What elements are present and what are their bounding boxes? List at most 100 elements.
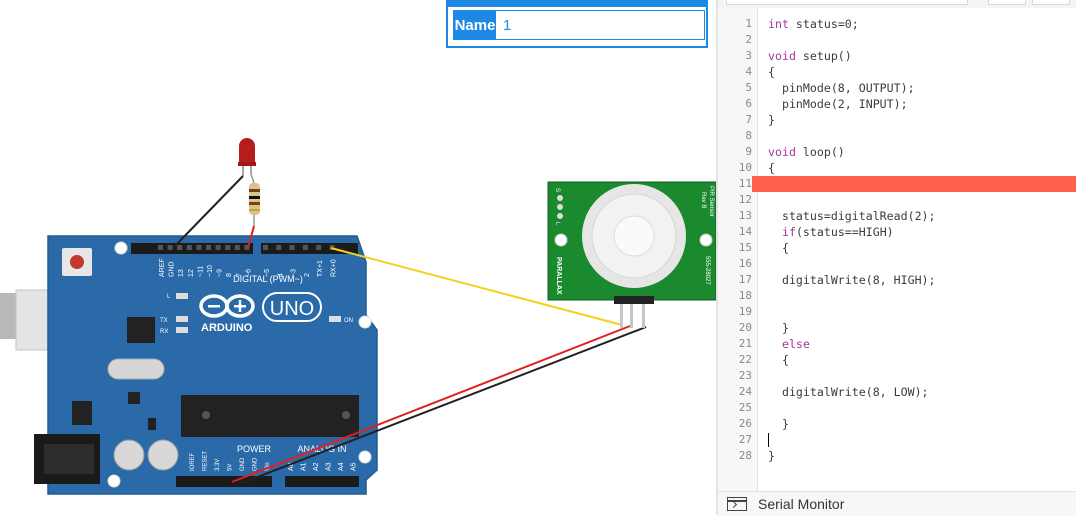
code-text[interactable]: }	[768, 113, 775, 127]
code-line[interactable]: 20 }	[718, 320, 1076, 336]
code-line[interactable]: 8	[718, 128, 1076, 144]
code-text[interactable]: void loop()	[768, 145, 845, 159]
tx-led-label: TX	[160, 318, 168, 324]
digital-pin[interactable]	[225, 245, 231, 250]
code-text[interactable]: void setup()	[768, 49, 852, 63]
wire-led-ground[interactable]	[173, 175, 244, 248]
name-input[interactable]	[496, 11, 704, 39]
code-text[interactable]: {	[768, 65, 775, 79]
code-line[interactable]: 26 }	[718, 416, 1076, 432]
code-line[interactable]: 16	[718, 256, 1076, 272]
code-line[interactable]: 28}	[718, 448, 1076, 464]
code-line[interactable]: 13 status=digitalRead(2);	[718, 208, 1076, 224]
code-text[interactable]: }	[768, 449, 775, 463]
code-text[interactable]: pinMode(8, OUTPUT);	[768, 81, 915, 95]
code-line[interactable]: 24 digitalWrite(8, LOW);	[718, 384, 1076, 400]
wire-5v[interactable]	[231, 325, 631, 483]
line-number: 5	[745, 81, 752, 94]
code-line[interactable]: 10{	[718, 160, 1076, 176]
line-number: 8	[745, 129, 752, 142]
code-line[interactable]: 21 else	[718, 336, 1076, 352]
digital-pin-label: 7	[236, 273, 243, 277]
code-line[interactable]: 25	[718, 400, 1076, 416]
code-text[interactable]: if(status==HIGH)	[781, 225, 894, 239]
code-line[interactable]: 11	[718, 176, 1076, 192]
digital-pin[interactable]	[289, 245, 295, 250]
code-line[interactable]: 19	[718, 304, 1076, 320]
code-line[interactable]: 12	[718, 192, 1076, 208]
red-led[interactable]	[238, 138, 256, 176]
serial-monitor-icon[interactable]	[727, 497, 747, 511]
keyword: int	[768, 17, 789, 31]
pir-part-number: 555-28027	[704, 256, 710, 285]
digital-pin[interactable]	[167, 245, 173, 250]
wire-ground[interactable]	[241, 326, 647, 484]
digital-pin[interactable]	[234, 245, 240, 250]
code-text[interactable]: pinMode(2, INPUT);	[768, 97, 908, 111]
digital-pin[interactable]	[316, 245, 322, 250]
digital-pin[interactable]	[302, 245, 308, 250]
digital-pin[interactable]	[186, 245, 192, 250]
line-number: 20	[738, 321, 752, 334]
keyword: void	[768, 49, 796, 63]
pir-sensor[interactable]: S L PARALLAX PIR Sensor Rev B 555-28027	[547, 181, 716, 328]
code-text[interactable]: {	[768, 241, 789, 255]
editor-mode-dropdown[interactable]	[726, 0, 968, 5]
serial-monitor-label[interactable]: Serial Monitor	[758, 496, 845, 512]
wire-signal-pin2[interactable]	[330, 247, 623, 326]
code-text[interactable]: {	[768, 353, 789, 367]
wire-led-pin8[interactable]	[247, 225, 255, 249]
code-text[interactable]: digitalWrite(8, LOW);	[768, 385, 929, 399]
code-line[interactable]: 4{	[718, 64, 1076, 80]
code-text[interactable]: }	[768, 321, 789, 335]
digital-pin[interactable]	[263, 245, 268, 250]
pir-jumper-l: L	[554, 222, 560, 226]
code-line[interactable]: 17 digitalWrite(8, HIGH);	[718, 272, 1076, 288]
digital-pin[interactable]	[244, 245, 250, 250]
code-line[interactable]: 2	[718, 32, 1076, 48]
wires[interactable]	[173, 175, 647, 484]
analog-pin-label: A0	[288, 462, 295, 471]
code-text[interactable]: int status=0;	[768, 17, 859, 31]
code-line[interactable]: 5 pinMode(8, OUTPUT);	[718, 80, 1076, 96]
digital-pin-label: 8	[226, 273, 233, 277]
analog-label: ANALOG IN	[297, 444, 346, 454]
digital-pin-label: 4	[277, 273, 284, 277]
code-line[interactable]: 27	[718, 432, 1076, 448]
code-line[interactable]: 15 {	[718, 240, 1076, 256]
digital-pin[interactable]	[206, 245, 211, 250]
code-line[interactable]: 23	[718, 368, 1076, 384]
code-line[interactable]: 14 if(status==HIGH)	[718, 224, 1076, 240]
digital-pin[interactable]	[276, 245, 282, 250]
digital-pin[interactable]	[177, 245, 183, 250]
name-row: Name	[453, 10, 705, 40]
digital-pin[interactable]	[158, 245, 163, 250]
digital-pin[interactable]	[196, 245, 202, 250]
code-text[interactable]: else	[768, 336, 810, 352]
code-line[interactable]: 22 {	[718, 352, 1076, 368]
serial-monitor-bar[interactable]: Serial Monitor	[718, 491, 1076, 516]
code-text[interactable]: digitalWrite(8, HIGH);	[768, 273, 936, 287]
resistor[interactable]	[249, 173, 260, 226]
code-text[interactable]: {	[768, 161, 775, 175]
analog-header	[285, 476, 359, 487]
code-line[interactable]: 6 pinMode(2, INPUT);	[718, 96, 1076, 112]
editor-button[interactable]	[1032, 0, 1070, 5]
digital-pin-label: ~5	[264, 269, 271, 277]
code-text[interactable]: }	[768, 417, 789, 431]
digital-pin[interactable]	[215, 245, 221, 250]
analog-pin-label: A3	[326, 462, 333, 471]
code-line[interactable]: 18	[718, 288, 1076, 304]
editor-button[interactable]	[988, 0, 1026, 5]
code-text[interactable]: status=digitalRead(2);	[768, 209, 936, 223]
line-number: 13	[738, 209, 752, 222]
code-line[interactable]: 7}	[718, 112, 1076, 128]
